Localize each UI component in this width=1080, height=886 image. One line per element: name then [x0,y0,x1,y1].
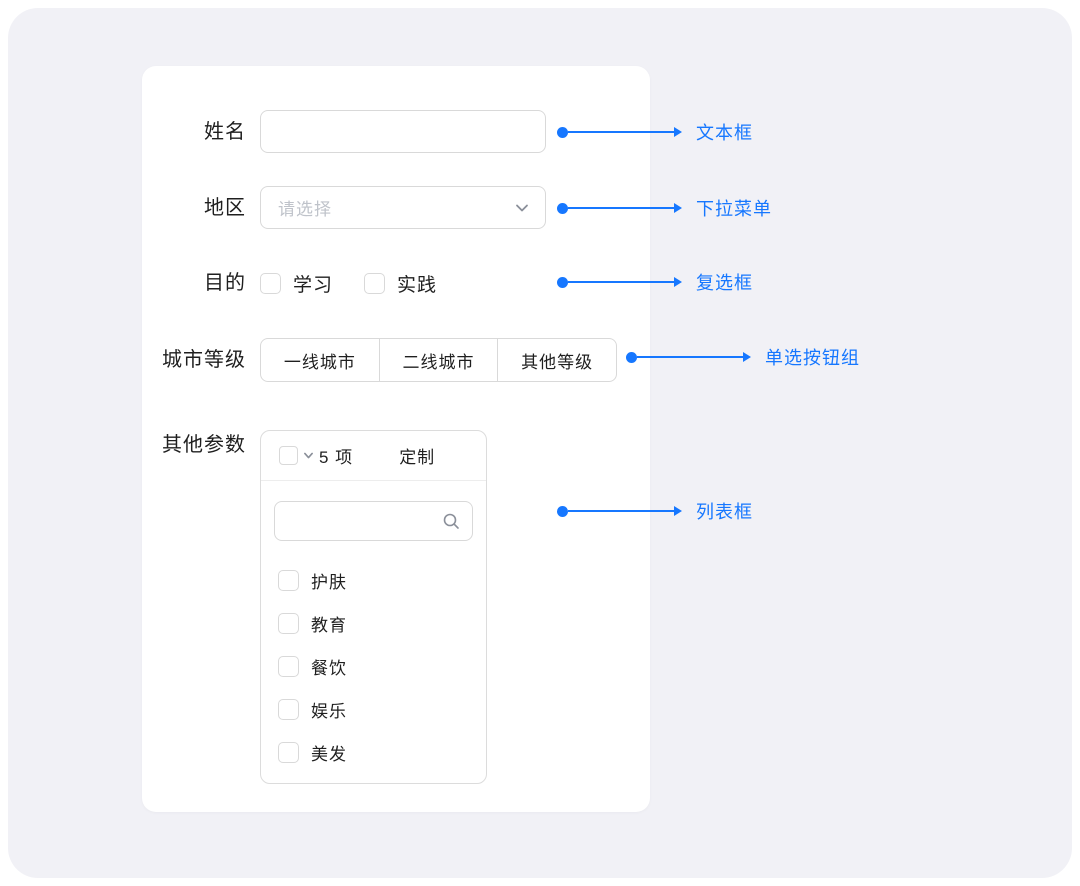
annotation-label: 下拉菜单 [696,199,772,219]
annotation-arrowhead [674,127,682,137]
checkbox-hair[interactable] [278,742,299,763]
annotation-dot [557,276,568,288]
city-tier-field-label: 城市等级 [162,349,246,371]
annotation-arrow [568,281,674,283]
list-item-education[interactable]: 教育 [278,602,486,645]
checkbox-education[interactable] [278,613,299,634]
checkbox-dining[interactable] [278,656,299,677]
annotation-dot [557,505,568,517]
list-item-label: 护肤 [311,573,347,592]
purpose-field-label: 目的 [204,272,246,294]
checkbox-practice[interactable] [364,272,386,294]
list-item-dining[interactable]: 餐饮 [278,645,486,688]
region-field-label: 地区 [204,197,246,219]
params-listbox: 5 项 定制 护肤 教育 餐饮 [260,430,487,784]
checkbox-skincare[interactable] [278,570,299,591]
list-item-entertainment[interactable]: 娱乐 [278,688,486,731]
annotation-dot [557,126,568,138]
list-item-label: 美发 [311,745,347,764]
checkbox-entertainment[interactable] [278,699,299,720]
checkbox-study[interactable] [260,272,281,294]
annotation-dot [626,351,637,363]
radio-tier1[interactable]: 一线城市 [283,352,356,372]
search-icon [442,512,460,530]
chevron-down-icon [514,200,530,216]
city-tier-radio-group: 一线城市 二线城市 其他等级 [260,338,617,382]
annotation-label: 列表框 [696,502,753,522]
region-select[interactable]: 请选择 [260,186,546,229]
listbox-options: 护肤 教育 餐饮 娱乐 美发 [261,541,486,774]
select-all-checkbox[interactable] [279,446,298,465]
search-input[interactable] [275,502,472,540]
annotation-dot [557,202,568,214]
annotation-listbox: 列表框 [557,501,753,522]
checkbox-practice-label: 实践 [397,274,438,296]
annotation-arrow [568,510,674,512]
annotation-checkbox: 复选框 [557,272,753,293]
name-field-label: 姓名 [204,121,246,143]
radio-other[interactable]: 其他等级 [497,339,616,381]
region-select-placeholder: 请选择 [278,200,332,219]
checkbox-item-study[interactable]: 学习 [260,270,333,297]
list-item-label: 娱乐 [311,702,347,721]
list-item-hair[interactable]: 美发 [278,731,486,774]
customize-button[interactable]: 定制 [399,448,436,467]
name-input[interactable] [260,110,546,153]
radio-tier2[interactable]: 二线城市 [378,339,498,381]
item-count-label: 5 项 [319,448,354,467]
annotation-label: 单选按钮组 [765,348,860,368]
annotation-arrow [637,356,743,358]
checkbox-study-label: 学习 [293,274,334,296]
annotation-textbox: 文本框 [557,122,753,143]
list-item-label: 餐饮 [311,659,347,678]
annotation-arrowhead [674,277,682,287]
other-params-field-label: 其他参数 [162,434,246,456]
purpose-checkbox-group: 学习 实践 [260,270,437,297]
annotation-label: 文本框 [696,123,753,143]
annotation-radio-group: 单选按钮组 [626,347,860,368]
list-item-skincare[interactable]: 护肤 [278,559,486,602]
annotation-label: 复选框 [696,273,753,293]
listbox-header: 5 项 定制 [261,431,486,481]
chevron-down-icon[interactable] [302,449,315,462]
annotation-dropdown: 下拉菜单 [557,198,772,219]
checkbox-item-practice[interactable]: 实践 [364,270,437,297]
annotation-arrowhead [674,506,682,516]
annotation-arrowhead [743,352,751,362]
listbox-search [274,501,473,541]
annotation-arrow [568,131,674,133]
list-item-label: 教育 [311,616,347,635]
annotation-arrowhead [674,203,682,213]
annotation-arrow [568,207,674,209]
